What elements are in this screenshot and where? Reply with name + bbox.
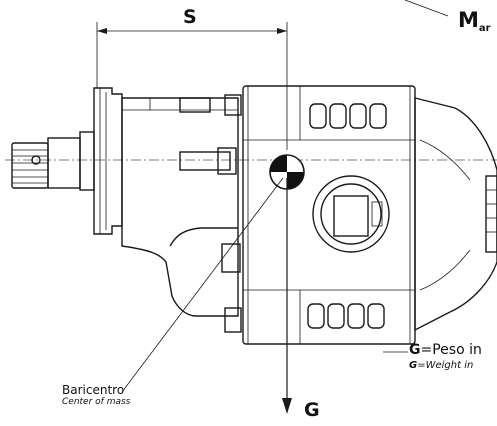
dimension-s-label: S — [183, 6, 197, 28]
center-of-mass-marker — [269, 154, 305, 190]
center-leader — [121, 177, 284, 393]
rear-cover — [414, 97, 497, 332]
moment-label: Mar — [458, 8, 491, 34]
front-housing — [121, 94, 242, 333]
moment-letter: M — [458, 8, 479, 32]
weight-note-it: G=Peso in — [409, 342, 482, 358]
weight-note-en: G=Weight in — [409, 360, 473, 371]
weight-note-en-key: G — [409, 360, 418, 371]
gravity-label: G — [304, 399, 320, 421]
splined-shaft — [11, 131, 95, 191]
moment-leader — [404, 0, 449, 17]
center-of-mass-label-en: Center of mass — [62, 397, 131, 407]
moment-subscript: ar — [478, 23, 491, 34]
main-body — [242, 85, 416, 345]
center-of-mass-label-it: Baricentro — [62, 383, 125, 397]
dimension-s-line — [96, 22, 288, 150]
gravity-arrow — [282, 178, 292, 414]
mounting-flange — [93, 87, 123, 235]
weight-note-it-text: =Peso in — [420, 342, 482, 358]
weight-note-en-text: =Weight in — [417, 360, 474, 371]
weight-note-it-key: G — [409, 342, 421, 358]
